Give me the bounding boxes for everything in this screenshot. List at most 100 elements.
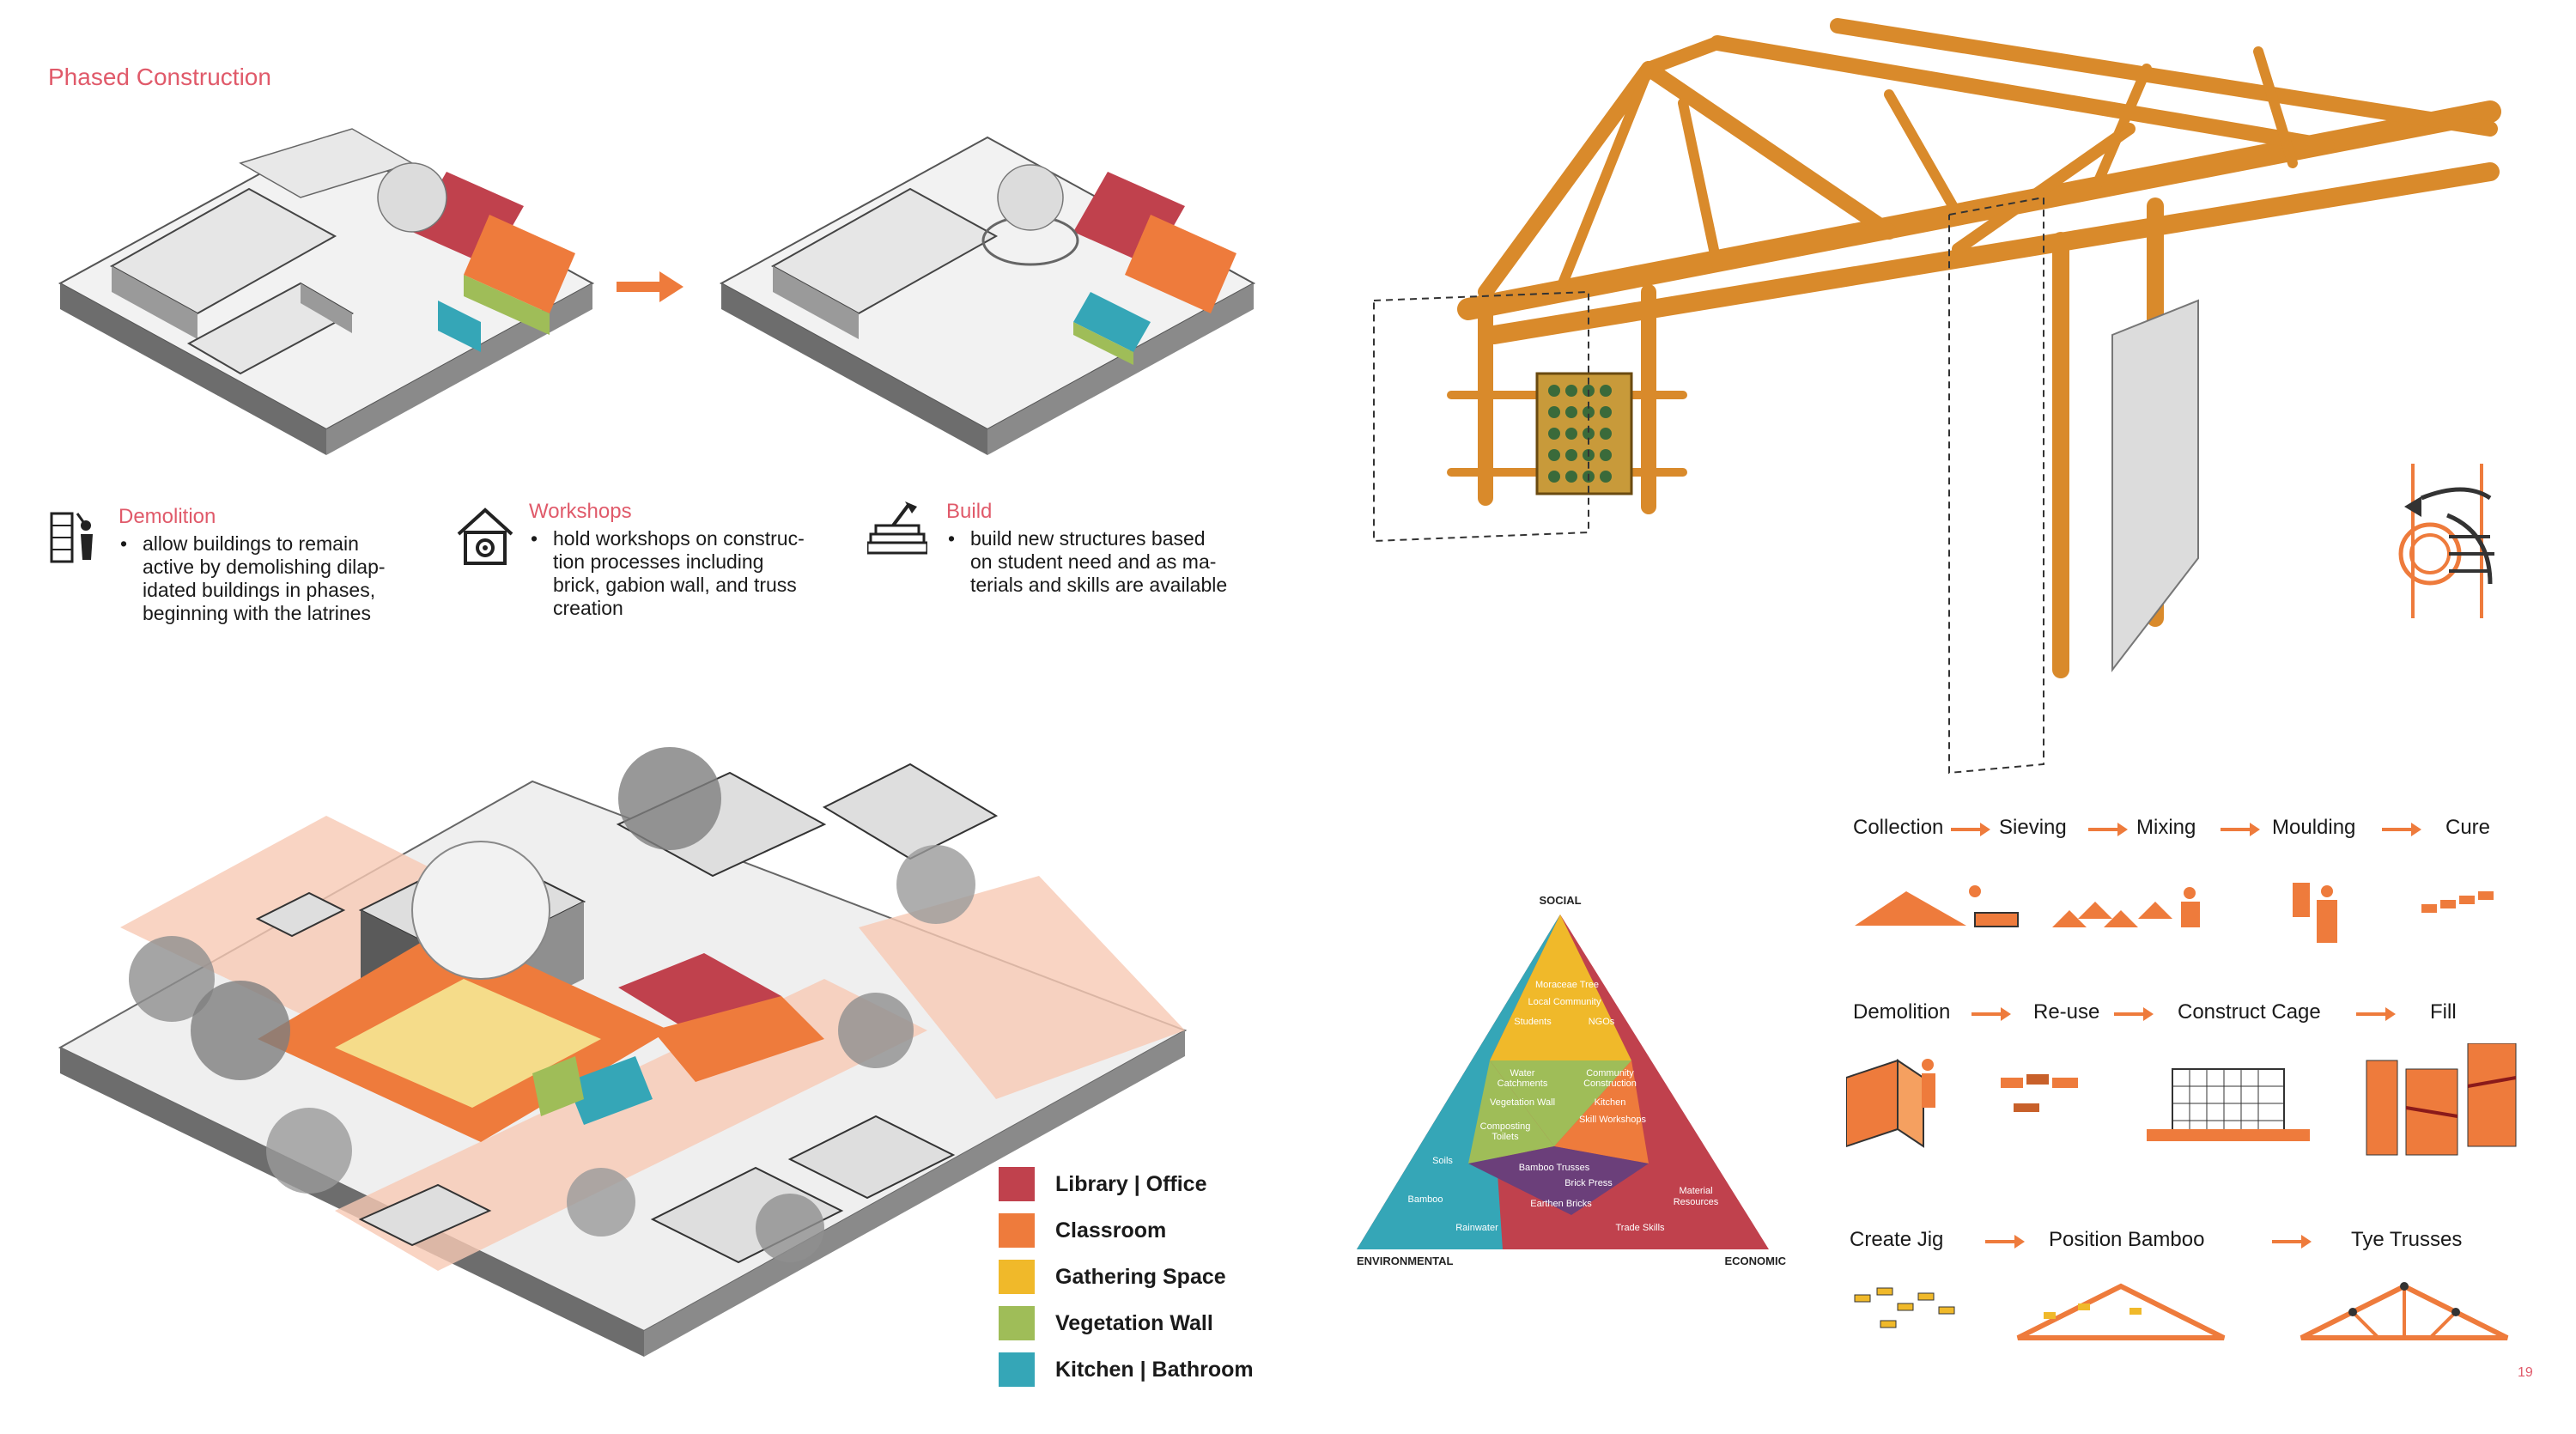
bamboo-joint-detail-icon: [2398, 464, 2494, 618]
phase-bullet: allow buildings to remain active by demo…: [118, 532, 513, 625]
process-step: Construct Cage: [2178, 1000, 2321, 1024]
bullet-line: terials and skills are available: [970, 574, 1228, 596]
legend-swatch: [999, 1167, 1035, 1201]
site-axon-master: [58, 747, 1188, 1357]
phase-arrow-icon: [617, 271, 683, 302]
demolition-icon: [50, 512, 93, 563]
phase-demolition: Demolition allow buildings to remain act…: [118, 505, 513, 625]
arrow-right-icon: [1985, 1235, 2025, 1249]
arrow-right-icon: [2272, 1235, 2312, 1249]
brick-process: Collection Sieving Mixing Moulding Cure: [1846, 816, 2550, 987]
legend-swatch: [999, 1213, 1035, 1248]
workshop-house-icon: [457, 507, 513, 565]
bullet-line: build new structures based: [970, 527, 1206, 550]
triangle-item: Rainwater: [1455, 1223, 1498, 1233]
triangle-vertex-social: SOCIAL: [1539, 894, 1581, 907]
process-step: Create Jig: [1850, 1228, 1944, 1251]
arrow-right-icon: [1951, 823, 1990, 836]
triangle-item: Soils: [1432, 1156, 1453, 1166]
brick-process-illustration: [1855, 883, 2494, 943]
triangle-item: Kitchen: [1595, 1097, 1626, 1108]
legend-swatch: [999, 1260, 1035, 1294]
phase-heading: Demolition: [118, 505, 216, 528]
brick-build-icon: [867, 501, 927, 555]
legend-label: Classroom: [1055, 1218, 1167, 1243]
triangle-item: Bamboo Trusses: [1519, 1163, 1590, 1173]
arrow-right-icon: [2221, 823, 2260, 836]
legend-item: Vegetation Wall: [999, 1300, 1254, 1346]
page-title: Phased Construction: [48, 64, 271, 90]
triangle-item: Skill Workshops: [1579, 1115, 1647, 1125]
arrow-right-icon: [2356, 1007, 2396, 1021]
legend-item: Library | Office: [999, 1161, 1254, 1207]
legend-label: Kitchen | Bathroom: [1055, 1357, 1254, 1382]
gabion-process-illustration: [1846, 1043, 2517, 1156]
triangle-item: Composting: [1480, 1121, 1531, 1132]
bullet-line: tion processes including: [553, 550, 764, 573]
phase-bullet: hold workshops on construc- tion process…: [529, 527, 924, 620]
triangle-vertex-economic: ECONOMIC: [1725, 1255, 1787, 1267]
arrow-right-icon: [1971, 1007, 2011, 1021]
truss-process: Create Jig Position Bamboo Tye Trusses: [1846, 1228, 2550, 1365]
triangle-item: Construction: [1583, 1079, 1637, 1089]
triangle-item: Earthen Bricks: [1530, 1199, 1592, 1209]
triangle-item: Material: [1679, 1186, 1712, 1196]
process-step: Cure: [2445, 816, 2491, 839]
triangle-item: Vegetation Wall: [1490, 1097, 1555, 1108]
process-step: Demolition: [1853, 1000, 1951, 1024]
gabion-process: Demolition Re-use Construct Cage Fill: [1846, 1000, 2550, 1198]
triangle-item: Students: [1514, 1017, 1552, 1027]
triangle-item: Resources: [1674, 1197, 1719, 1207]
process-step: Tye Trusses: [2351, 1228, 2463, 1251]
triangle-item: Local Community: [1528, 997, 1601, 1007]
bullet-line: on student need and as ma-: [970, 550, 1217, 573]
process-step: Collection: [1853, 816, 1944, 839]
site-axon-before: [58, 128, 595, 455]
truss-process-illustration: [1854, 1282, 2509, 1340]
triangle-item: Catchments: [1498, 1079, 1548, 1089]
page-number: 19: [2518, 1365, 2533, 1380]
bullet-line: idated buildings in phases,: [143, 579, 376, 601]
legend-item: Kitchen | Bathroom: [999, 1346, 1254, 1393]
triangle-vertex-environmental: ENVIRONMENTAL: [1357, 1255, 1453, 1267]
process-step: Sieving: [1999, 816, 2067, 839]
legend-label: Gathering Space: [1055, 1264, 1226, 1289]
bullet-line: allow buildings to remain: [143, 532, 359, 555]
arrow-right-icon: [2088, 823, 2128, 836]
triangle-item: Community: [1586, 1068, 1634, 1079]
bullet-line: active by demolishing dilap-: [143, 556, 386, 578]
triangle-item: NGOs: [1589, 1017, 1615, 1027]
arrow-right-icon: [2114, 1007, 2154, 1021]
triangle-item: Moraceae Tree: [1535, 980, 1599, 990]
legend: Library | Office Classroom Gathering Spa…: [999, 1161, 1254, 1393]
process-step: Re-use: [2033, 1000, 2100, 1024]
phase-workshops: Workshops hold workshops on construc- ti…: [529, 500, 924, 620]
triangle-item: Trade Skills: [1615, 1223, 1665, 1233]
bullet-line: brick, gabion wall, and truss: [553, 574, 797, 596]
arrow-right-icon: [2382, 823, 2421, 836]
legend-item: Gathering Space: [999, 1254, 1254, 1300]
phase-bullet: build new structures based on student ne…: [946, 527, 1341, 597]
triangle-item: Toilets: [1492, 1132, 1519, 1142]
legend-item: Classroom: [999, 1207, 1254, 1254]
phase-heading: Build: [946, 500, 993, 523]
process-step: Mixing: [2136, 816, 2196, 839]
phase-heading: Workshops: [529, 500, 632, 523]
bullet-line: hold workshops on construc-: [553, 527, 805, 550]
process-step: Fill: [2430, 1000, 2457, 1024]
triangle-item: Water: [1510, 1068, 1535, 1079]
phase-build: Build build new structures based on stud…: [946, 500, 1341, 597]
legend-label: Library | Office: [1055, 1171, 1207, 1196]
legend-swatch: [999, 1352, 1035, 1387]
triangle-item: Bamboo: [1408, 1194, 1443, 1205]
sustainability-triangle: SOCIAL ENVIRONMENTAL ECONOMIC Moraceae T…: [1357, 894, 1787, 1267]
bamboo-roof-structure: [1373, 18, 2501, 775]
bullet-line: creation: [553, 597, 623, 619]
site-axon-after: [719, 136, 1256, 455]
process-step: Position Bamboo: [2049, 1228, 2205, 1251]
process-step: Moulding: [2272, 816, 2356, 839]
legend-swatch: [999, 1306, 1035, 1340]
triangle-item: Brick Press: [1564, 1178, 1613, 1188]
legend-label: Vegetation Wall: [1055, 1310, 1213, 1335]
